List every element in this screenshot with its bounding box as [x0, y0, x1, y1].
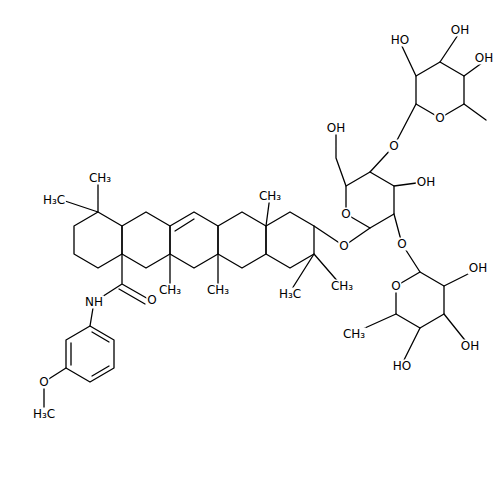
atom-label: OH	[468, 262, 488, 275]
glucose-ring	[346, 172, 394, 228]
ring-c	[170, 212, 218, 268]
amide-bonds	[90, 254, 150, 326]
atom-label: NH	[84, 296, 104, 309]
atom-label: O	[388, 140, 399, 153]
rhamnose-ring-top	[416, 62, 464, 118]
atom-label: OH	[416, 176, 436, 189]
atom-label: O	[146, 294, 157, 307]
atom-label: O	[338, 240, 349, 253]
atom-label: CH₃	[158, 284, 182, 297]
atom-label: O	[434, 112, 445, 125]
atom-label: CH₃	[258, 190, 282, 203]
atom-label: O	[396, 238, 407, 251]
atom-label: HO	[392, 360, 412, 373]
double-bond	[175, 219, 194, 231]
atom-label: HO	[390, 34, 410, 47]
atom-label: CH₃	[88, 172, 112, 185]
atom-label: OH	[474, 52, 494, 65]
rhamnose-top-substituents	[400, 32, 486, 120]
glucose-substituents	[336, 104, 424, 272]
methyl-bonds	[62, 184, 340, 292]
atom-label: O	[390, 280, 401, 293]
rhamnose-ring-bottom	[396, 272, 444, 328]
atom-label: OH	[460, 340, 480, 353]
atom-label: CH₃	[342, 328, 366, 341]
phenyl-ring	[66, 326, 114, 382]
atom-label: H₃C	[42, 194, 66, 207]
rhamnose-bottom-substituents	[356, 270, 476, 364]
ring-d	[122, 212, 170, 268]
atom-label: O	[340, 208, 351, 221]
ring-a	[266, 212, 314, 268]
atom-label: OH	[450, 24, 470, 37]
ring-b	[218, 212, 266, 268]
atom-label: CH₃	[330, 280, 354, 293]
atom-label: H₃C	[32, 408, 56, 421]
ring-e	[74, 212, 122, 268]
atom-label: O	[38, 376, 49, 389]
atom-label: CH₃	[206, 284, 230, 297]
atom-label: OH	[326, 122, 346, 135]
atom-label: H₃C	[278, 288, 302, 301]
